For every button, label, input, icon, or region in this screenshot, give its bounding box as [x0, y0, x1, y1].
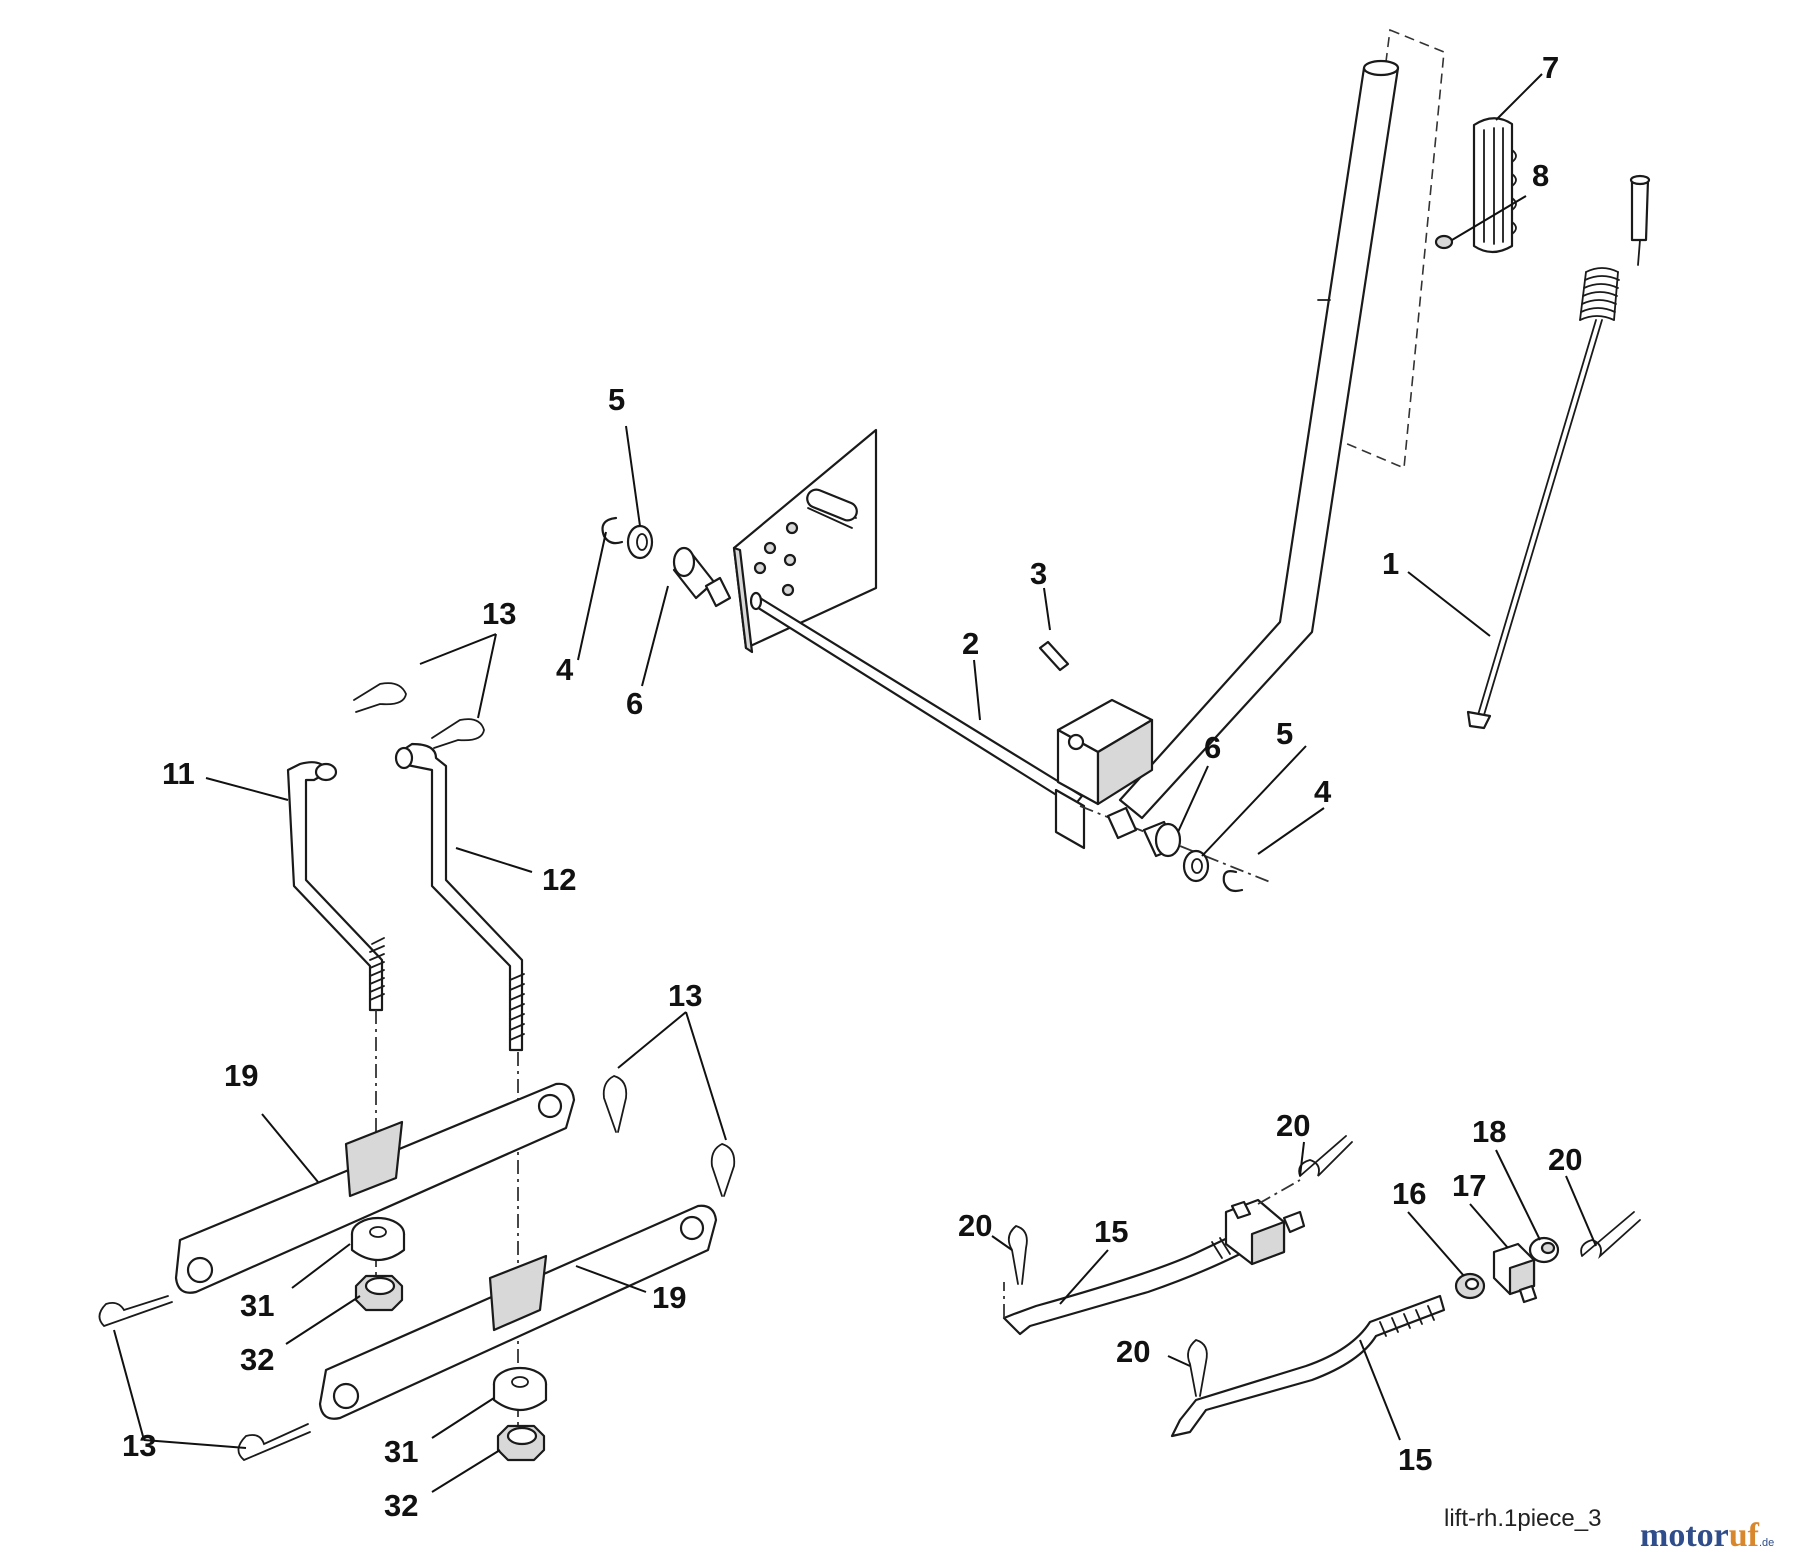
- part-8-screw: [1434, 234, 1454, 250]
- part-13-hair-pin-mid-b: [710, 1143, 736, 1197]
- callout-20-c: 20: [958, 1208, 992, 1243]
- part-12-lift-link: [394, 742, 525, 1052]
- part-18-spacer: [1528, 1236, 1560, 1264]
- part-11-lift-link: [286, 761, 385, 1012]
- part-20-hair-pin-a: [1007, 1225, 1028, 1285]
- callout-31-lower: 31: [384, 1434, 418, 1469]
- callout-12: 12: [542, 862, 576, 897]
- callout-numbers: 1 2 3 4 4 5 5 6 6 7 8 11 12 13 13 13 15 …: [122, 50, 1582, 1523]
- callout-15-lower: 15: [1398, 1442, 1432, 1477]
- callout-32-lower: 32: [384, 1488, 418, 1523]
- callout-5-left: 5: [608, 382, 625, 417]
- part-2-shaft: [749, 591, 1084, 808]
- part-13-hair-pin-top-b: [431, 718, 485, 749]
- callout-5-right: 5: [1276, 716, 1293, 751]
- part-13-hair-pin-bottom-a: [98, 1295, 173, 1327]
- watermark-blue: motor: [1640, 1517, 1729, 1553]
- part-1-spring: [1579, 267, 1620, 321]
- callout-16: 16: [1392, 1176, 1426, 1211]
- part-32-nut-left: [354, 1274, 404, 1312]
- callout-2: 2: [962, 626, 979, 661]
- callout-7: 7: [1542, 50, 1559, 85]
- part-20-hair-pin-c: [1580, 1211, 1641, 1259]
- part-4-e-clip-left: [601, 516, 624, 545]
- drawing-id: lift-rh.1piece_3: [1444, 1505, 1601, 1532]
- callout-13-top: 13: [482, 596, 516, 631]
- part-1-lift-rod: [1466, 174, 1651, 730]
- mounting-bracket: [732, 428, 878, 654]
- part-31-spacer-left: [350, 1216, 406, 1262]
- part-20-hair-pin-d: [1187, 1339, 1208, 1397]
- callout-4-right: 4: [1314, 774, 1332, 809]
- part-16-washer: [1454, 1272, 1486, 1300]
- callout-17: 17: [1452, 1168, 1486, 1203]
- adjust-block-upper: [1224, 1179, 1306, 1266]
- callout-11: 11: [162, 756, 195, 791]
- callout-3: 3: [1030, 556, 1047, 591]
- callout-18: 18: [1472, 1114, 1506, 1149]
- watermark-suffix: .de: [1759, 1537, 1774, 1549]
- part-20-hair-pin-b: [1298, 1135, 1353, 1177]
- part-13-hair-pin-mid-a: [602, 1075, 628, 1133]
- part-17-block: [1492, 1242, 1538, 1304]
- callout-19-upper: 19: [224, 1058, 258, 1093]
- right-shaft-hardware: [1079, 805, 1271, 893]
- part-4-e-clip-right: [1222, 870, 1244, 893]
- part-15-adjust-rod-lower: [1170, 1294, 1446, 1438]
- leader-lines: [113, 73, 1597, 1493]
- callout-31-upper: 31: [240, 1288, 274, 1323]
- part-7-grip: [1472, 117, 1517, 254]
- left-shaft-hardware: [601, 516, 732, 608]
- lift-handle: [1118, 59, 1400, 820]
- callout-20-d: 20: [1116, 1334, 1150, 1369]
- callout-20-b: 20: [1548, 1142, 1582, 1177]
- callout-8: 8: [1532, 158, 1549, 193]
- part-5-washer-right: [1182, 849, 1210, 883]
- callout-20-a: 20: [1276, 1108, 1310, 1143]
- part-3-roll-pin: [1038, 640, 1070, 672]
- svg-text:motoruf.de: motoruf.de: [1640, 1517, 1774, 1553]
- watermark-logo: motoruf.de: [1640, 1517, 1774, 1553]
- callout-6-left: 6: [626, 686, 643, 721]
- callout-15-upper: 15: [1094, 1214, 1128, 1249]
- part-13-hair-pin-bottom-b: [237, 1423, 311, 1461]
- callout-19-lower: 19: [652, 1280, 686, 1315]
- pivot-bracket: [1054, 698, 1154, 850]
- callout-13-bottom: 13: [122, 1428, 156, 1463]
- callout-1: 1: [1382, 546, 1399, 581]
- part-19-lift-arm-upper: [174, 1082, 576, 1294]
- part-15-adjust-rod-upper: [1002, 1232, 1250, 1336]
- callout-13-mid: 13: [668, 978, 702, 1013]
- part-5-washer-left: [626, 524, 654, 560]
- part-19-lift-arm-lower: [318, 1204, 718, 1420]
- watermark-orange: uf: [1729, 1517, 1760, 1553]
- part-6-bushing-right: [1106, 806, 1182, 858]
- phantom-handle-outline: [1337, 28, 1445, 470]
- part-6-bushing-left: [672, 546, 732, 608]
- part-31-spacer-right: [492, 1366, 548, 1412]
- callout-4-left: 4: [556, 652, 574, 687]
- callout-6-right: 6: [1204, 730, 1221, 765]
- callout-32-upper: 32: [240, 1342, 274, 1377]
- part-32-nut-right: [496, 1424, 546, 1462]
- part-13-hair-pin-top-a: [353, 682, 407, 713]
